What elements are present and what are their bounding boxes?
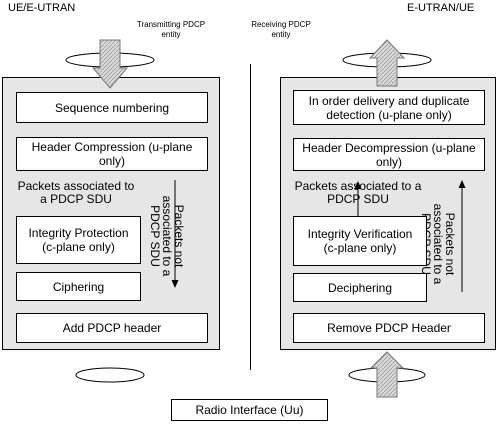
right-corner-label: E-UTRAN/UE — [407, 2, 475, 14]
radio-interface-box: Radio Interface (Uu) — [171, 399, 328, 421]
receiving-entity-label: Receiving PDCP entity — [251, 20, 311, 39]
transmitting-entity-label: Transmitting PDCP entity — [136, 20, 206, 39]
add-pdcp-header-box: Add PDCP header — [16, 313, 208, 343]
deciphering-box: Deciphering — [293, 273, 427, 302]
header-decompression-box: Header Decompression (u-plane only) — [293, 138, 485, 171]
tx-packets-not-associated-label: Packets not associated to a PDCP SDU — [148, 195, 186, 277]
tx-input-arrow-icon — [65, 39, 155, 89]
ciphering-box: Ciphering — [16, 272, 141, 301]
rx-input-arrow-icon — [348, 351, 426, 398]
sequence-numbering-box: Sequence numbering — [16, 92, 208, 123]
tx-packets-associated-label: Packets associated to a PDCP SDU — [17, 179, 135, 206]
rx-packets-associated-label: Packets associated to a PDCP SDU — [294, 179, 422, 206]
tx-bottom-ellipse — [75, 367, 145, 383]
remove-pdcp-header-box: Remove PDCP Header — [293, 313, 485, 343]
left-corner-label: UE/E-UTRAN — [8, 2, 76, 14]
integrity-verification-box: Integrity Verification (c-plane only) — [293, 216, 427, 266]
header-compression-box: Header Compression (u-plane only) — [16, 137, 208, 171]
entity-divider — [250, 64, 251, 370]
tx-bypass-arrow-icon — [171, 180, 179, 288]
rx-bypass-arrow-icon — [458, 180, 466, 292]
rx-output-arrow-icon — [342, 39, 432, 87]
integrity-protection-box: Integrity Protection (c-plane only) — [16, 216, 141, 264]
in-order-delivery-box: In order delivery and duplicate detectio… — [293, 90, 485, 125]
